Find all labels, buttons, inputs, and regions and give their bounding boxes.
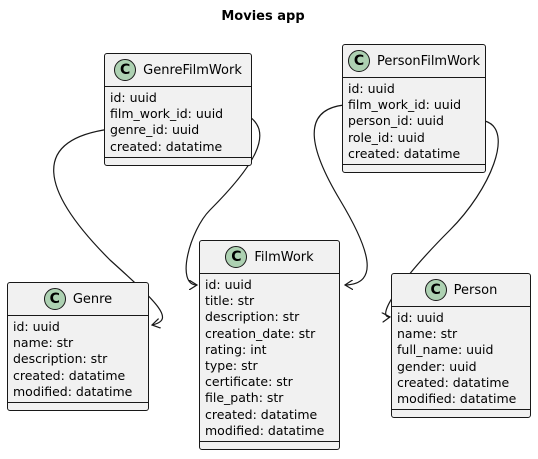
class-badge-icon: C: [114, 59, 137, 81]
class-field: film_work_id: uuid: [110, 106, 224, 122]
class-filmwork[interactable]: C FilmWork id: uuid title: str descripti…: [199, 240, 340, 451]
class-field: type: str: [205, 358, 258, 374]
class-methods-section: [200, 441, 339, 449]
class-fields: id: uuid film_work_id: uuid genre_id: uu…: [105, 87, 251, 157]
class-field: created: datatime: [13, 367, 126, 383]
class-field: id: uuid: [397, 310, 444, 325]
class-field: description: str: [205, 309, 300, 325]
class-field: person_id: uuid: [348, 113, 444, 129]
class-field: creation_date: str: [205, 325, 316, 341]
class-name: FilmWork: [254, 249, 314, 265]
class-field: name: str: [13, 335, 74, 351]
class-name: Person: [453, 282, 498, 298]
class-genre[interactable]: C Genre id: uuid name: str description: …: [7, 282, 149, 412]
class-fields: id: uuid title: str description: str cre…: [200, 274, 339, 441]
class-field: created: datatime: [348, 145, 461, 161]
class-field: modified: datatime: [397, 391, 517, 407]
class-field: modified: datatime: [13, 383, 133, 399]
class-badge-icon: C: [43, 288, 66, 310]
relation-genrefilmwork-genre: [53, 128, 163, 325]
relation-genrefilmwork-filmwork: [185, 112, 261, 285]
class-field: full_name: uuid: [397, 342, 494, 358]
class-field: created: datatime: [110, 138, 223, 154]
diagram-title: Movies app: [221, 9, 305, 24]
class-methods-section: [8, 402, 148, 410]
class-methods-section: [105, 156, 251, 165]
class-name: PersonFilmWork: [376, 53, 481, 69]
class-field: id: uuid: [205, 277, 252, 292]
class-methods-section: [343, 164, 485, 172]
class-field: created: datatime: [397, 374, 510, 390]
class-person[interactable]: C Person id: uuid name: str full_name: u…: [391, 273, 531, 419]
class-field: certificate: str: [205, 374, 293, 390]
class-field: id: uuid: [13, 319, 60, 334]
class-genrefilmwork[interactable]: C GenreFilmWork id: uuid film_work_id: u…: [104, 53, 252, 166]
class-field: file_path: str: [205, 390, 284, 406]
class-field: id: uuid: [110, 90, 157, 105]
class-name: Genre: [72, 291, 113, 307]
class-badge-icon: C: [424, 279, 447, 301]
class-badge-icon: C: [347, 50, 370, 72]
class-field: film_work_id: uuid: [348, 97, 462, 113]
relation-personfilmwork-filmwork: [313, 104, 368, 285]
class-field: id: uuid: [348, 81, 395, 96]
class-badge-icon: C: [225, 246, 248, 268]
class-field: genre_id: uuid: [110, 122, 200, 138]
class-personfilmwork[interactable]: C PersonFilmWork id: uuid film_work_id: …: [342, 44, 486, 174]
class-fields: id: uuid name: str full_name: uuid gende…: [392, 307, 530, 409]
class-fields: id: uuid film_work_id: uuid person_id: u…: [343, 78, 485, 164]
class-field: description: str: [13, 351, 108, 367]
class-field: role_id: uuid: [348, 129, 425, 145]
class-field: name: str: [397, 326, 458, 342]
class-name: GenreFilmWork: [143, 62, 242, 78]
class-field: rating: int: [205, 341, 267, 357]
class-fields: id: uuid name: str description: str crea…: [8, 316, 148, 402]
class-methods-section: [392, 409, 530, 417]
relation-personfilmwork-person: [386, 120, 499, 317]
class-field: created: datatime: [205, 406, 318, 422]
class-field: title: str: [205, 293, 255, 309]
class-field: modified: datatime: [205, 422, 325, 438]
class-field: gender: uuid: [397, 358, 477, 374]
